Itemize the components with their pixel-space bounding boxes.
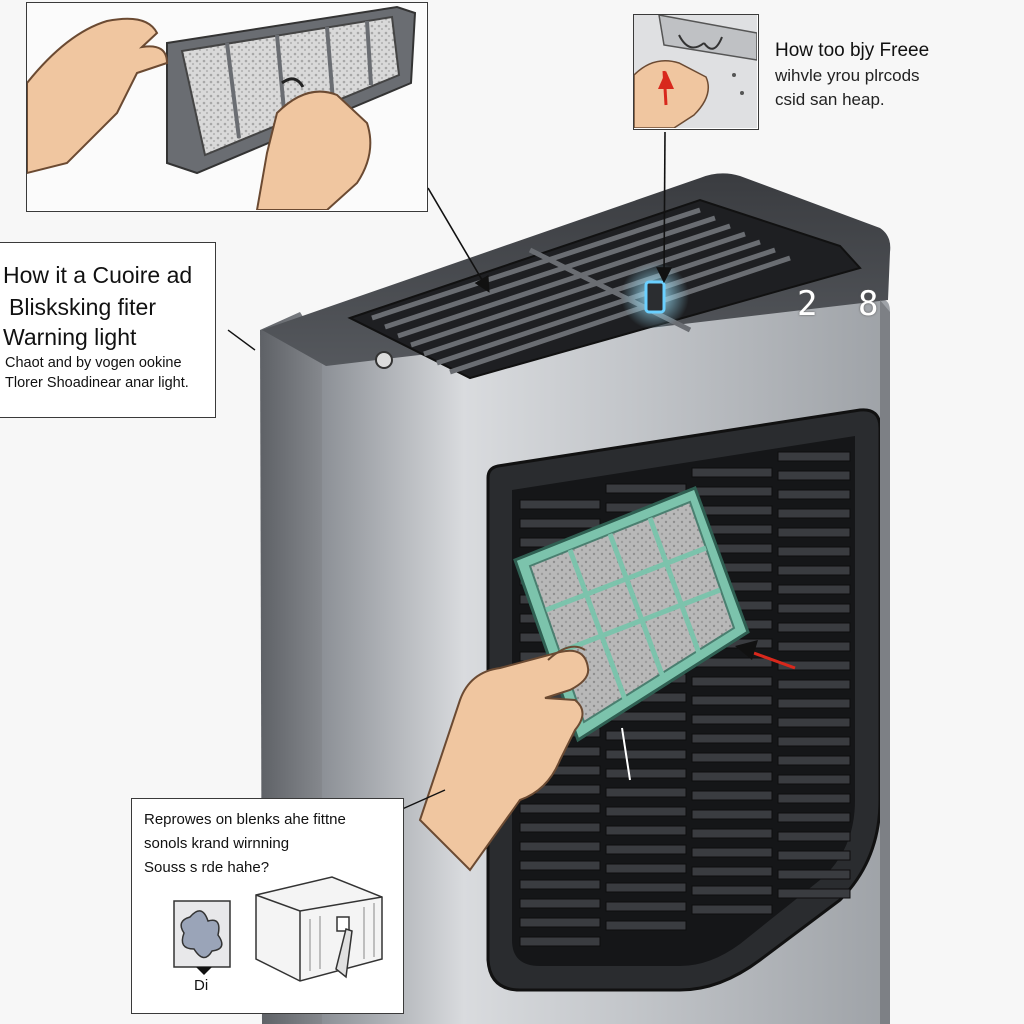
louvre-slat <box>691 467 773 478</box>
louvre-slat <box>691 714 773 725</box>
louvre-slat <box>777 603 851 614</box>
louvre-slat <box>777 679 851 690</box>
callout-left-title-1: How it a Cuoire ad <box>3 262 193 288</box>
louvre-slat <box>777 584 851 595</box>
louvre-slat <box>519 841 601 852</box>
callout-top-right-line-1: wihvle yrou plrcods <box>775 66 920 85</box>
louvre-slat <box>777 793 851 804</box>
callout-bottom-text: Reprowes on blenks ahe fittne sonols kra… <box>144 808 399 880</box>
callout-bottom: Di <box>131 798 404 1014</box>
leader-line-left <box>227 329 256 351</box>
inset-latch-detail <box>633 14 759 130</box>
callout-top-right-line-2: csid san heap. <box>775 90 885 109</box>
top-vent-slats <box>371 207 791 375</box>
louvre-slat <box>777 736 851 747</box>
louvre-slat <box>605 844 687 855</box>
air-conditioner-sketch-icon <box>255 876 383 982</box>
louvre-slat <box>519 822 601 833</box>
callout-left: How it a Cuoire ad Blisksking fiter Warn… <box>0 242 216 418</box>
callout-top-right-title: How too bjy Freee <box>775 40 930 61</box>
callout-left-sub-2: Tlorer Shoadinear anar light. <box>5 375 189 391</box>
callout-left-title-3: Warning light <box>3 324 137 350</box>
louvre-slat <box>605 768 687 779</box>
louvre-slat <box>777 812 851 823</box>
louvre-slat <box>777 774 851 785</box>
inset-latch-detail-art <box>633 14 758 129</box>
louvre-slat <box>605 825 687 836</box>
louvre-slat <box>605 787 687 798</box>
inset-filter-removal-art <box>26 3 426 211</box>
louvre-slat <box>605 882 687 893</box>
temperature-display: 2 8 <box>797 284 889 324</box>
callout-top-right: How too bjy Freee wihvle yrou plrcods cs… <box>775 38 1015 112</box>
callout-bottom-line-2: sonols krand wirnning <box>144 835 290 852</box>
power-button-icon <box>375 351 393 369</box>
louvre-slat <box>691 733 773 744</box>
louvre-slat <box>519 879 601 890</box>
inset-filter-removal <box>26 2 428 212</box>
louvre-slat <box>691 790 773 801</box>
louvre-slat <box>777 869 851 880</box>
louvre-slat <box>777 641 851 652</box>
louvre-slat <box>777 527 851 538</box>
filter-warning-light <box>644 280 666 314</box>
louvre-slat <box>691 885 773 896</box>
louvre-slat <box>605 730 687 741</box>
leader-line-bottom <box>399 789 446 811</box>
hand-holding-filter <box>418 645 590 872</box>
louvre-slat <box>605 483 687 494</box>
louvre-slat <box>691 809 773 820</box>
louvre-slat <box>605 920 687 931</box>
inset-right-hand <box>255 90 372 211</box>
louvre-slat <box>605 901 687 912</box>
louvre-slat <box>691 904 773 915</box>
louvre-slat <box>691 752 773 763</box>
louvre-slat <box>777 755 851 766</box>
callout-bottom-line-3: Souss s rde hahe? <box>144 859 270 876</box>
louvre-slat <box>691 771 773 782</box>
leader-line-top-right <box>656 131 673 284</box>
leader-line-top-left <box>427 187 490 293</box>
louvre-slat <box>777 831 851 842</box>
louvre-slat <box>691 866 773 877</box>
louvre-slat <box>777 660 851 671</box>
louvre-slat <box>519 898 601 909</box>
louvre-slat <box>777 698 851 709</box>
louvre-slat <box>777 717 851 728</box>
louvre-slat <box>605 863 687 874</box>
louvre-slat <box>605 749 687 760</box>
louvre-slat <box>777 888 851 899</box>
louvre-slat <box>519 518 601 529</box>
louvre-slat <box>777 508 851 519</box>
callout-left-sub-1: Chaot and by vogen ookine <box>5 355 182 371</box>
louvre-slat <box>691 486 773 497</box>
louvre-slat <box>777 565 851 576</box>
louvre-slat <box>777 622 851 633</box>
louvre-slat <box>691 847 773 858</box>
guide-line <box>621 727 631 781</box>
louvre-slat <box>691 695 773 706</box>
unit-right-edge <box>880 300 890 1024</box>
louvre-slat <box>605 806 687 817</box>
louvre-slat <box>777 850 851 861</box>
callout-bottom-line-1: Reprowes on blenks ahe fittne <box>144 811 346 828</box>
louvre-slat <box>777 546 851 557</box>
callout-left-title-2: Blisksking fiter <box>9 294 156 320</box>
louvre-slat <box>519 803 601 814</box>
louvre-slat <box>777 489 851 500</box>
insert-arrow <box>735 640 796 670</box>
louvre-slat <box>519 936 601 947</box>
louvre-slat <box>519 917 601 928</box>
callout-bottom-icon-label: Di <box>194 977 209 994</box>
louvre-slat <box>691 828 773 839</box>
inset-left-hand <box>26 17 169 175</box>
louvre-slat <box>519 499 601 510</box>
louvre-slat <box>519 860 601 871</box>
callout-bottom-art <box>173 876 383 982</box>
louvre-slat <box>691 676 773 687</box>
louvre-slat <box>777 451 851 462</box>
louvre-slat <box>777 470 851 481</box>
